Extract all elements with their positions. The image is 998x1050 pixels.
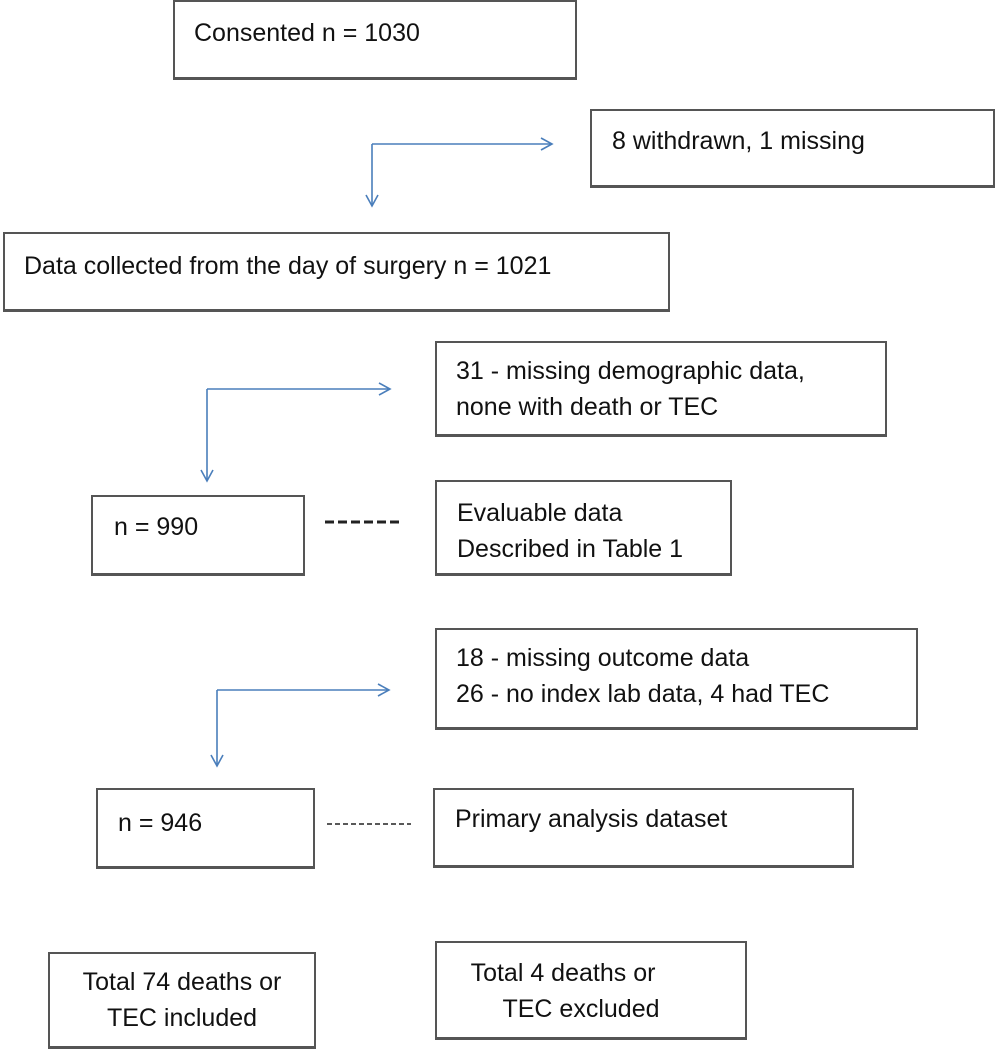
withdrawn-box: 8 withdrawn, 1 missing <box>590 109 995 188</box>
n990-label: n = 990 <box>114 513 199 541</box>
primary-analysis-label: Primary analysis dataset <box>455 805 728 833</box>
arrow-exclusion-1 <box>365 137 554 208</box>
day-of-surgery-box: Data collected from the day of surgery n… <box>3 232 670 312</box>
consented-box: Consented n = 1030 <box>173 0 577 80</box>
consented-label: Consented n = 1030 <box>194 19 420 47</box>
day-of-surgery-label: Data collected from the day of surgery n… <box>24 252 552 280</box>
included-line-1: Total 74 deaths or <box>82 968 282 996</box>
n946-label: n = 946 <box>118 809 203 837</box>
evaluable-line-2: Described in Table 1 <box>457 535 684 563</box>
included-line-2: TEC included <box>106 1004 258 1032</box>
included-box: Total 74 deaths or TEC included <box>48 952 316 1049</box>
excluded-box: Total 4 deaths or TEC excluded <box>435 941 747 1040</box>
missing-outcome-box: 18 - missing outcome data 26 - no index … <box>435 628 918 730</box>
excluded-line-2: TEC excluded <box>502 995 660 1023</box>
evaluable-box: Evaluable data Described in Table 1 <box>435 480 732 576</box>
arrow-exclusion-2 <box>200 382 392 483</box>
excluded-line-1: Total 4 deaths or <box>470 959 656 987</box>
evaluable-line-1: Evaluable data <box>457 499 623 527</box>
missing-demographic-box: 31 - missing demographic data, none with… <box>435 341 887 437</box>
n990-box: n = 990 <box>91 495 305 576</box>
missing-demographic-line-2: none with death or TEC <box>456 393 719 421</box>
missing-demographic-line-1: 31 - missing demographic data, <box>456 357 805 385</box>
withdrawn-label: 8 withdrawn, 1 missing <box>612 127 865 155</box>
primary-analysis-box: Primary analysis dataset <box>433 788 854 868</box>
missing-outcome-line-2: 26 - no index lab data, 4 had TEC <box>456 680 830 708</box>
n946-box: n = 946 <box>96 788 315 869</box>
arrow-exclusion-3 <box>210 683 391 768</box>
missing-outcome-line-1: 18 - missing outcome data <box>456 644 750 672</box>
